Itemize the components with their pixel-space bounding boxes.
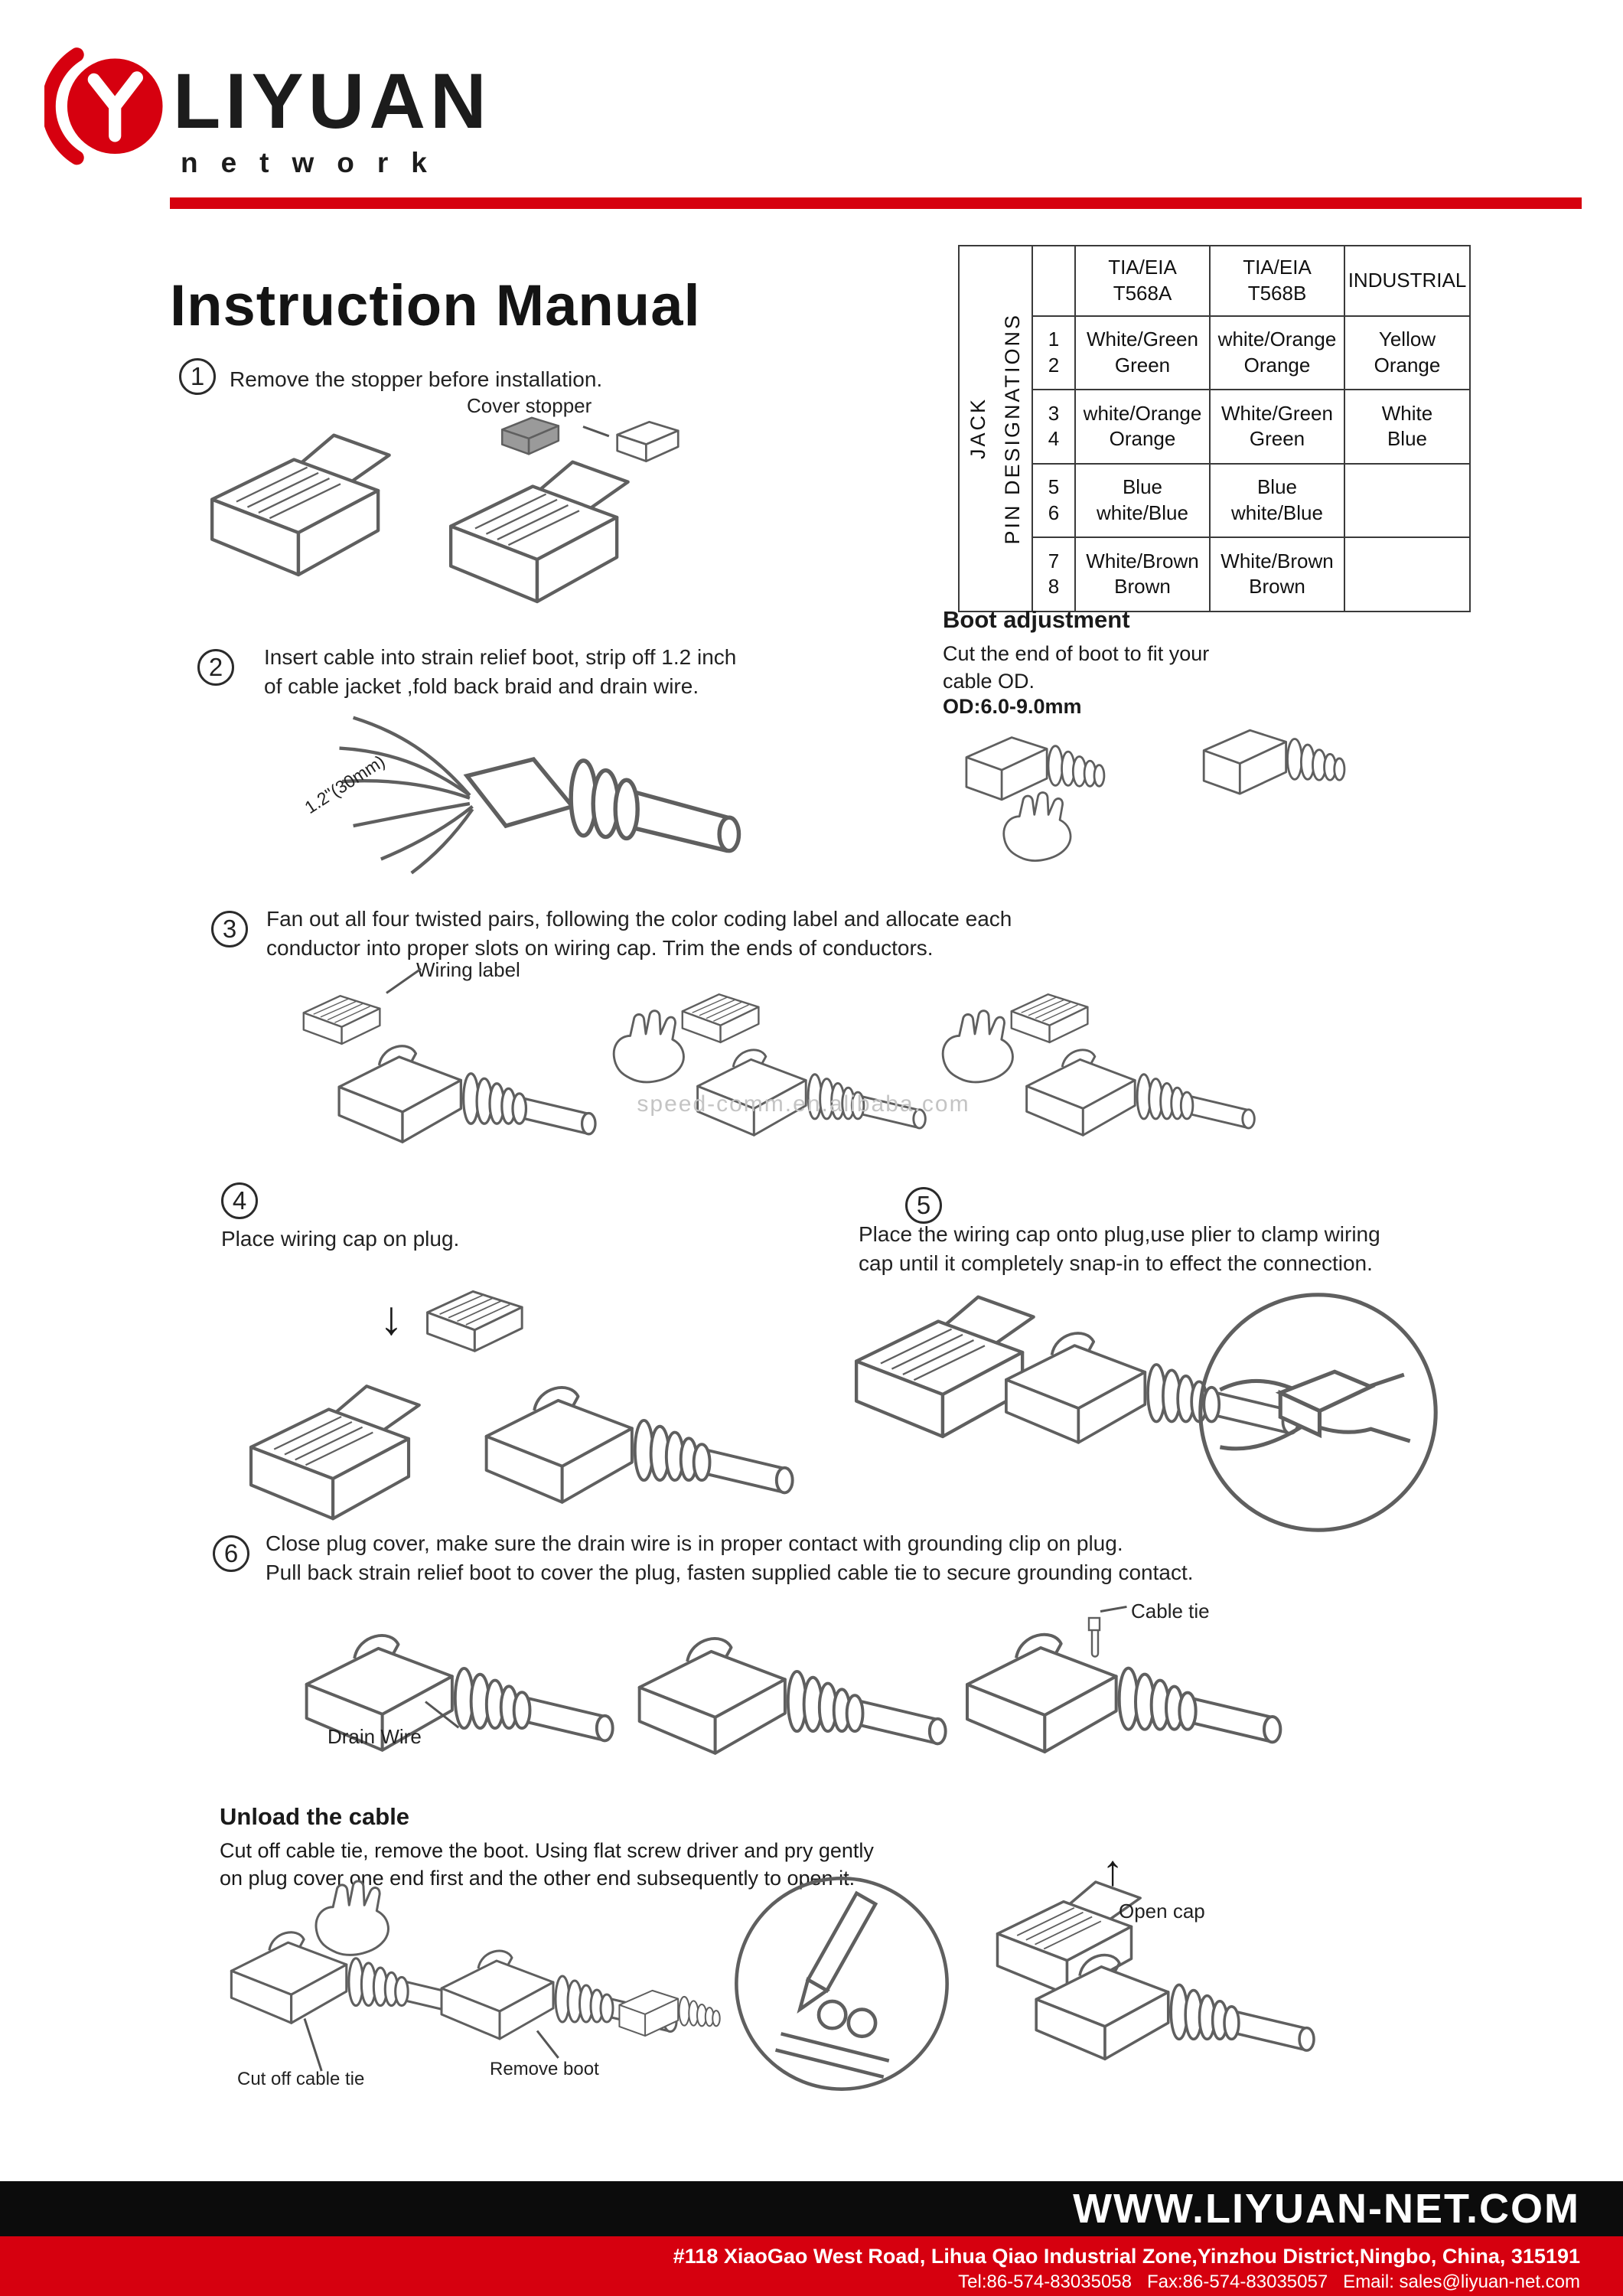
liyuan-logo-icon bbox=[44, 47, 163, 165]
boot-illustration bbox=[1194, 708, 1381, 820]
cable-tie-illustration bbox=[1075, 1609, 1113, 1663]
step-6-number-badge: 6 bbox=[213, 1535, 249, 1572]
wiring-label-caption: Wiring label bbox=[416, 958, 520, 981]
header-red-rule bbox=[170, 197, 1582, 209]
pin-numbers-cell: 5 6 bbox=[1031, 462, 1076, 539]
footer-contact: Tel:86-574-83035058 Fax:86-574-83035057 … bbox=[958, 2272, 1580, 2293]
step-3-number-badge: 3 bbox=[211, 911, 248, 947]
step-5-number-badge: 5 bbox=[905, 1187, 942, 1224]
table-row: 7 8 White/Brown Brown White/Brown Brown bbox=[959, 536, 1471, 612]
unload-title: Unload the cable bbox=[220, 1803, 410, 1830]
cable-tie-label: Cable tie bbox=[1131, 1600, 1210, 1623]
t568b-cell: White/Green Green bbox=[1209, 389, 1345, 465]
wiring-cap-illustration bbox=[416, 1283, 535, 1362]
col-header-t568b: TIA/EIA T568B bbox=[1209, 245, 1345, 317]
boot-od-text: OD:6.0-9.0mm bbox=[943, 695, 1082, 718]
col-header-t568a: TIA/EIA T568A bbox=[1074, 245, 1211, 317]
step-6-text: Close plug cover, make sure the drain wi… bbox=[266, 1531, 1194, 1584]
pliers-detail-illustration bbox=[1190, 1284, 1446, 1541]
hand-illustration bbox=[306, 1877, 402, 1967]
cover-stopper-label: Cover stopper bbox=[467, 394, 592, 417]
step-3-text: Fan out all four twisted pairs, followin… bbox=[266, 907, 1012, 960]
website-url: WWW.LIYUAN-NET.COM bbox=[1073, 2186, 1580, 2232]
table-row: 3 4 white/Orange Orange White/Green Gree… bbox=[959, 389, 1471, 465]
t568b-cell: Blue white/Blue bbox=[1209, 462, 1345, 539]
footer-contact-bar: #118 XiaoGao West Road, Lihua Qiao Indus… bbox=[0, 2236, 1623, 2296]
t568b-cell: white/Orange Orange bbox=[1209, 315, 1345, 391]
industrial-cell bbox=[1344, 462, 1471, 539]
plug-illustration bbox=[230, 1380, 455, 1538]
industrial-cell: Yellow Orange bbox=[1344, 315, 1471, 391]
side-label-pin-designations: PIN DESIGNATIONS bbox=[1001, 312, 1024, 545]
table-side-header: JACK PIN DESIGNATIONS bbox=[958, 245, 1033, 612]
watermark-text: speed-comm.en.alibaba.com bbox=[637, 1091, 970, 1117]
connector-illustration bbox=[474, 1368, 803, 1522]
footer-website-bar: WWW.LIYUAN-NET.COM bbox=[0, 2181, 1623, 2236]
down-arrow-icon: ↓ bbox=[380, 1292, 403, 1345]
leader-line bbox=[582, 426, 610, 438]
plug-illustration bbox=[429, 455, 666, 621]
t568a-cell: White/Brown Brown bbox=[1074, 536, 1211, 612]
connector-illustration bbox=[1025, 1938, 1324, 2077]
pin-numbers-cell: 7 8 bbox=[1031, 536, 1076, 612]
pin-numbers-cell: 1 2 bbox=[1031, 315, 1076, 391]
unload-text: Cut off cable tie, remove the boot. Usin… bbox=[220, 1839, 874, 1890]
brand-name: LIYUAN bbox=[173, 57, 491, 145]
pin-designation-table: JACK PIN DESIGNATIONS TIA/EIA T568A TIA/… bbox=[958, 245, 1471, 612]
table-row: 1 2 White/Green Green white/Orange Orang… bbox=[959, 315, 1471, 391]
t568a-cell: white/Orange Orange bbox=[1074, 389, 1211, 465]
boot-illustration bbox=[612, 1975, 746, 2055]
connector-illustration bbox=[627, 1619, 957, 1773]
frayed-cable-illustration bbox=[306, 693, 750, 901]
connector-illustration bbox=[329, 1030, 605, 1159]
connector-illustration bbox=[955, 1615, 1292, 1773]
pin-column-header bbox=[1031, 245, 1076, 317]
step-2-number-badge: 2 bbox=[197, 649, 234, 686]
up-arrow-icon: ↑ bbox=[1102, 1846, 1123, 1894]
open-cap-label: Open cap bbox=[1119, 1900, 1205, 1923]
plug-illustration bbox=[190, 429, 427, 595]
brand-wordmark-network: network bbox=[181, 147, 450, 178]
step-5-text: Place the wiring cap onto plug,use plier… bbox=[859, 1222, 1380, 1275]
page-title: Instruction Manual bbox=[170, 273, 701, 338]
t568a-cell: Blue white/Blue bbox=[1074, 462, 1211, 539]
t568a-cell: White/Green Green bbox=[1074, 315, 1211, 391]
side-label-jack: JACK bbox=[966, 397, 989, 460]
remove-boot-label: Remove boot bbox=[490, 2059, 599, 2079]
table-row: 5 6 Blue white/Blue Blue white/Blue bbox=[959, 462, 1471, 539]
step-1-text: Remove the stopper before installation. bbox=[230, 367, 603, 391]
drain-wire-label: Drain Wire bbox=[328, 1725, 422, 1748]
footer-address: #118 XiaoGao West Road, Lihua Qiao Indus… bbox=[673, 2245, 1580, 2268]
stopper-illustration bbox=[497, 413, 565, 461]
boot-adjustment-text: Cut the end of boot to fit your cable OD… bbox=[943, 642, 1210, 693]
pin-numbers-cell: 3 4 bbox=[1031, 389, 1076, 465]
step-2-text: Insert cable into strain relief boot, st… bbox=[264, 645, 737, 698]
step-4-number-badge: 4 bbox=[221, 1182, 258, 1219]
connector-illustration bbox=[1018, 1035, 1263, 1150]
leader-line bbox=[1100, 1605, 1127, 1613]
hand-illustration bbox=[995, 788, 1083, 872]
cut-off-cable-tie-label: Cut off cable tie bbox=[237, 2069, 365, 2089]
industrial-cell bbox=[1344, 536, 1471, 612]
step-4-text: Place wiring cap on plug. bbox=[221, 1227, 460, 1251]
col-header-industrial: INDUSTRIAL bbox=[1344, 245, 1471, 317]
boot-adjustment-title: Boot adjustment bbox=[943, 606, 1130, 633]
stopper-illustration bbox=[612, 417, 685, 468]
industrial-cell: White Blue bbox=[1344, 389, 1471, 465]
t568b-cell: White/Brown Brown bbox=[1209, 536, 1345, 612]
screwdriver-detail-illustration bbox=[727, 1869, 957, 2099]
step-1-number-badge: 1 bbox=[179, 358, 216, 395]
